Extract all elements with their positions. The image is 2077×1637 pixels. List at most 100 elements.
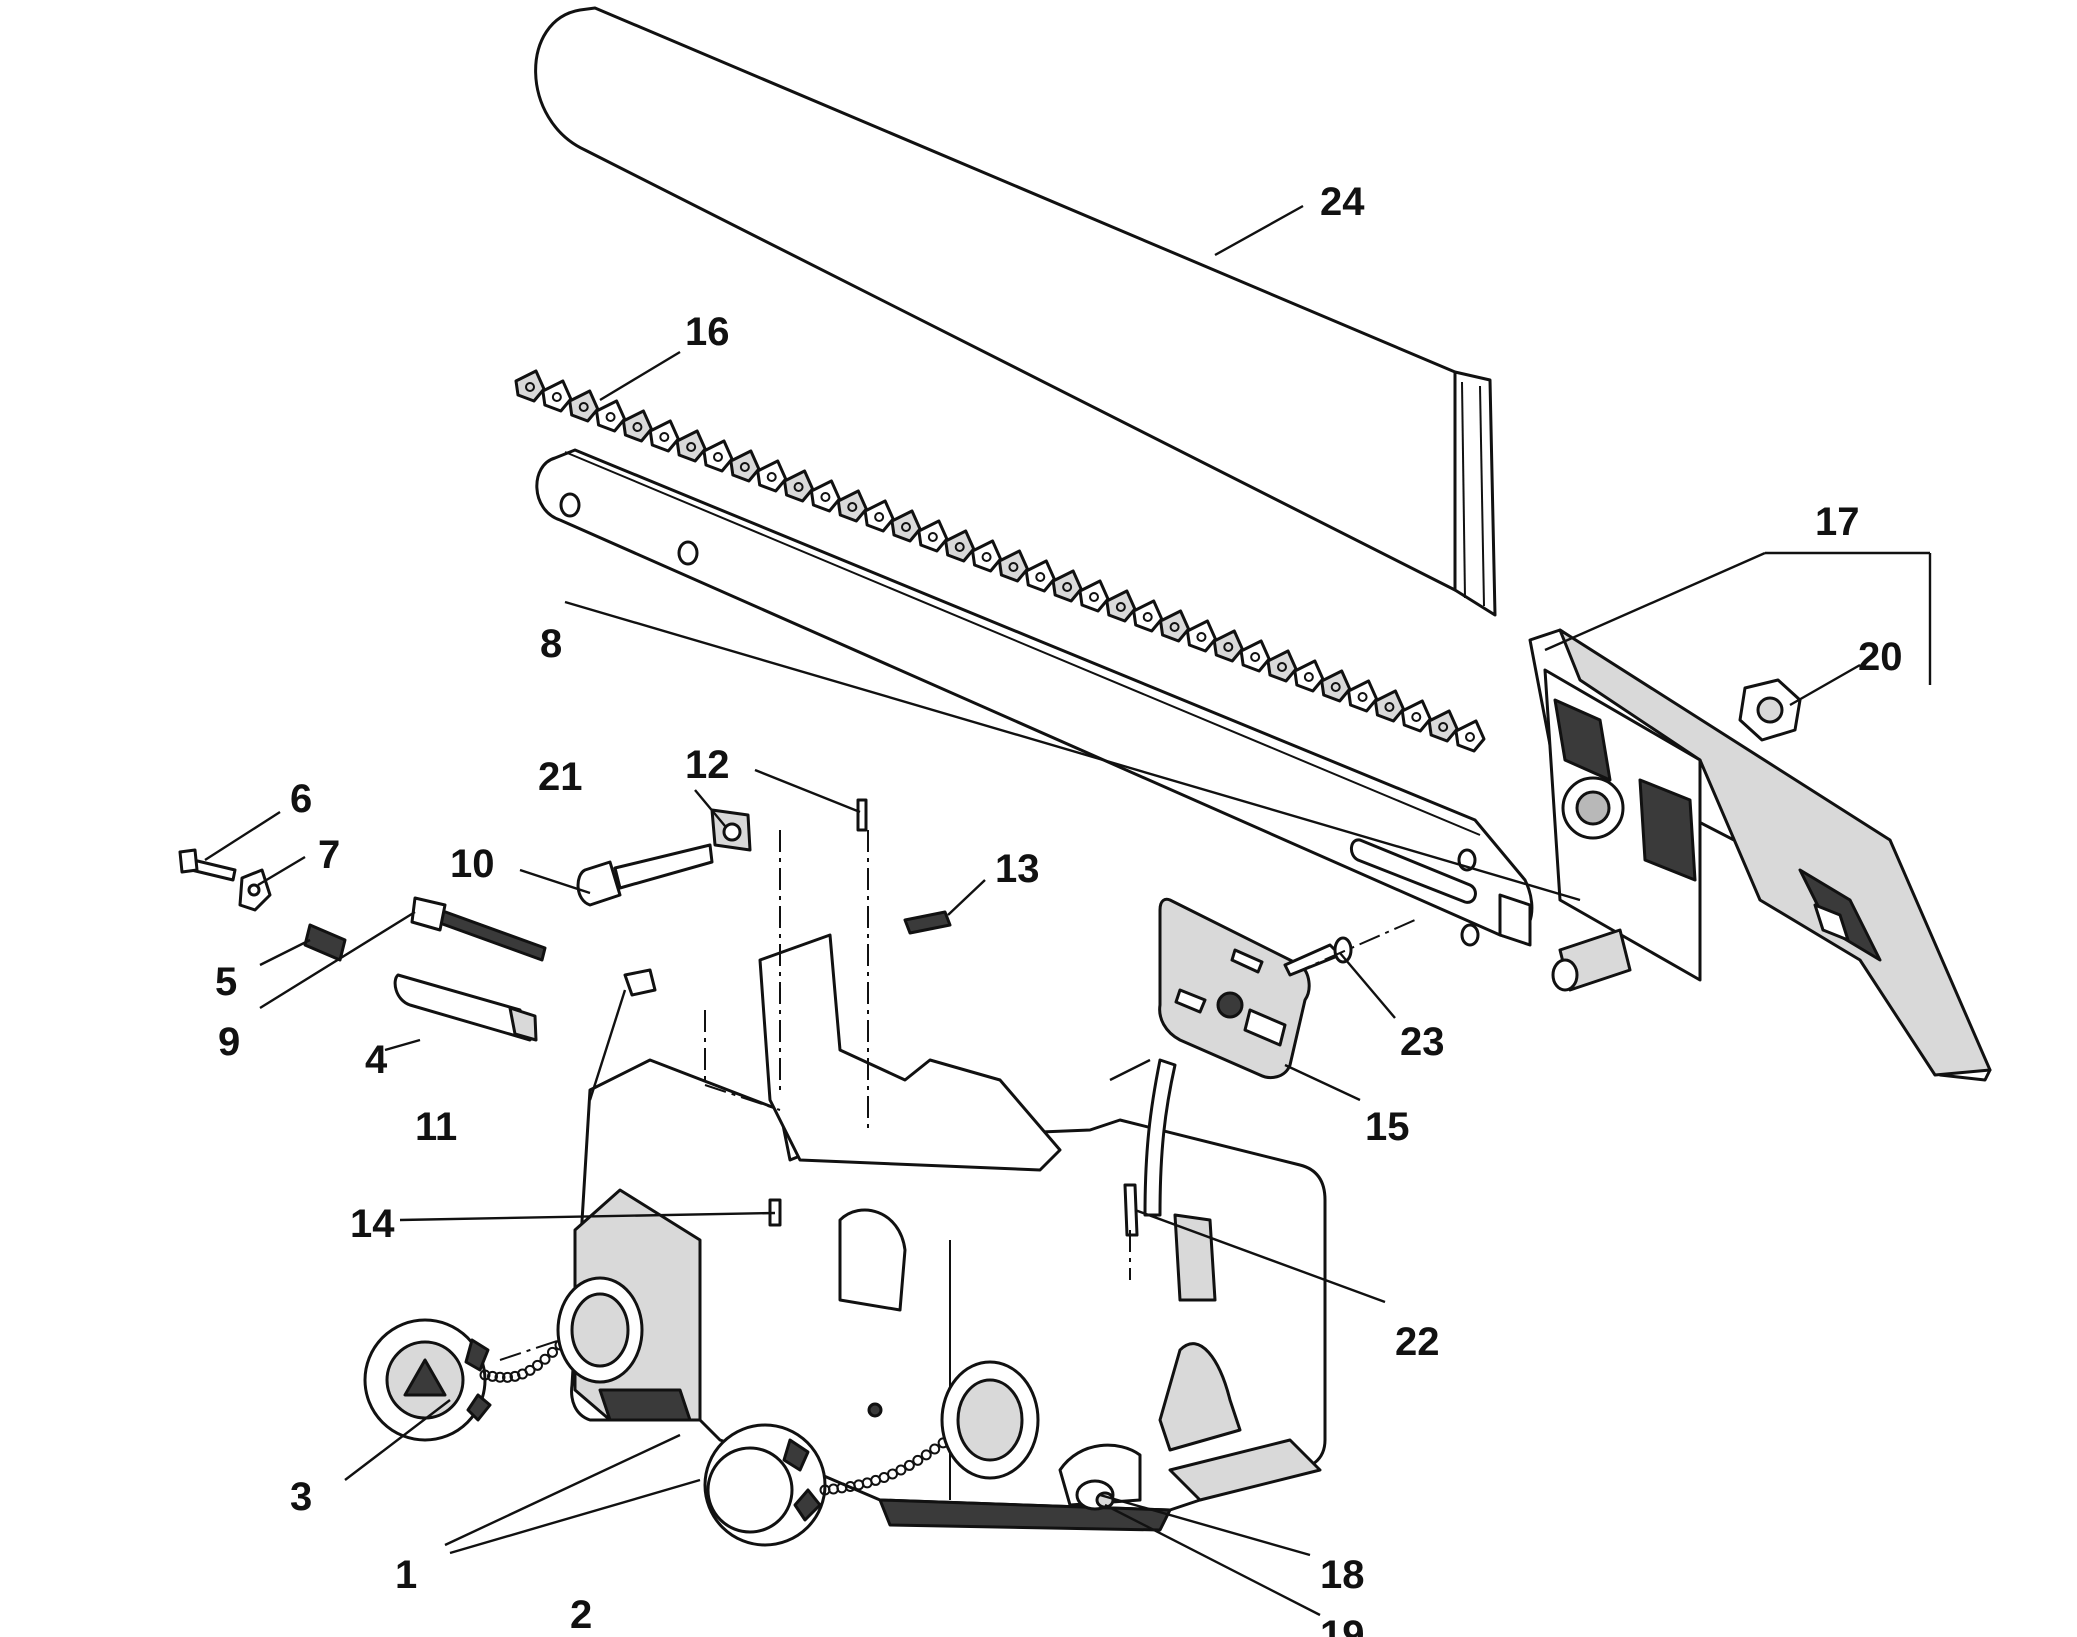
chain-rivet — [820, 492, 831, 502]
chain-link — [944, 529, 976, 563]
chain-rivet — [551, 392, 562, 402]
chain-rivet — [1357, 692, 1368, 702]
callout-16: 16 — [685, 310, 730, 354]
chain-link — [1105, 589, 1137, 623]
chain-rivet — [605, 412, 616, 422]
chain-link — [675, 429, 707, 463]
chain-rivet — [1438, 722, 1449, 732]
chain-rivet — [659, 432, 670, 442]
chain-rivet — [1330, 682, 1341, 692]
callout-5: 5 — [215, 960, 237, 1004]
part-15-guide-plate — [1158, 897, 1311, 1079]
chain-link — [890, 509, 922, 543]
chain-link — [1159, 609, 1191, 643]
chain-bead — [929, 1443, 941, 1455]
chain-rivet — [1062, 582, 1073, 592]
chain-link — [836, 489, 868, 523]
part-8-guide-bar — [535, 448, 1534, 947]
chain-bead — [547, 1346, 558, 1358]
callout-9: 9 — [218, 1020, 240, 1064]
chain-rivet — [1277, 662, 1287, 672]
callout-19: 19 — [1320, 1613, 1365, 1637]
chain-rivet — [1223, 642, 1234, 652]
chain-bead — [903, 1459, 915, 1471]
chain-link — [756, 459, 788, 493]
chain-bead — [895, 1464, 907, 1476]
part-5-spring — [303, 923, 347, 962]
chain-rivet — [739, 462, 750, 472]
part-19-valve — [1095, 1491, 1115, 1509]
chain-bead — [524, 1364, 536, 1376]
chain-rivet — [874, 512, 885, 522]
chain-link — [1427, 709, 1459, 743]
chain-rivet — [901, 522, 911, 532]
chain-link — [1373, 689, 1405, 723]
callout-6: 6 — [290, 777, 312, 821]
callout-17: 17 — [1815, 500, 1860, 544]
chain-rivet — [1035, 572, 1046, 582]
filler-neck-left — [556, 1276, 644, 1384]
callout-4: 4 — [365, 1038, 388, 1082]
chain-rivet — [954, 542, 965, 552]
chain-rivet — [1008, 562, 1019, 572]
part-3-cap — [363, 1318, 492, 1442]
chain-rivet — [1169, 622, 1180, 632]
chain-rivet — [1465, 732, 1475, 742]
chain-link — [1051, 569, 1083, 603]
chain-rivet — [1303, 672, 1314, 682]
callout-12: 12 — [685, 743, 730, 787]
callout-10: 10 — [450, 842, 495, 886]
chain-link — [1320, 669, 1352, 703]
chain-bead — [539, 1353, 551, 1365]
chain-rivet — [686, 442, 697, 452]
part-13-pad — [903, 910, 952, 935]
callout-22: 22 — [1395, 1320, 1440, 1364]
callout-labels: 1 2 3 4 5 6 7 8 9 10 11 12 13 14 15 16 1… — [215, 180, 1903, 1637]
part-2-cap — [703, 1423, 827, 1547]
chain-rivet — [927, 532, 938, 542]
callout-1: 1 — [395, 1553, 417, 1597]
chain-link — [514, 369, 546, 403]
chain-link — [997, 549, 1029, 583]
part-17-side-cover — [1528, 628, 1992, 1082]
chain-bead — [920, 1449, 932, 1461]
chain-link — [1266, 649, 1298, 683]
part-7-tab — [238, 868, 272, 912]
part-16-saw-chain — [514, 369, 1486, 753]
chain-rivet — [578, 402, 589, 412]
chain-rivet — [632, 422, 643, 432]
chain-rivet — [713, 452, 723, 462]
part-12-pin — [856, 798, 868, 832]
chain-rivet — [1384, 702, 1395, 712]
chain-bead — [887, 1468, 898, 1480]
chain-rivet — [981, 552, 992, 562]
callout-7: 7 — [318, 833, 340, 877]
chain-link — [1454, 719, 1486, 753]
part-6-screw — [178, 848, 237, 882]
chain-bead — [912, 1454, 924, 1466]
part-22-filter-pin — [1123, 1183, 1139, 1237]
callout-13: 13 — [995, 847, 1040, 891]
chain-link — [568, 389, 600, 423]
chain-link — [783, 469, 815, 503]
part-4-sleeve — [393, 973, 538, 1042]
chain-link — [621, 409, 653, 443]
chain-bead — [494, 1371, 506, 1383]
assembly-lines — [499, 830, 1416, 1361]
part-14-pin — [768, 1198, 782, 1227]
chain-link — [1239, 639, 1271, 673]
chain-link — [1400, 699, 1432, 733]
chain-rivet — [1089, 592, 1099, 602]
oil-hose — [1143, 1058, 1177, 1217]
callout-18: 18 — [1320, 1553, 1365, 1597]
chain-rivet — [1142, 612, 1153, 622]
callout-23: 23 — [1400, 1020, 1445, 1064]
chain-rivet — [847, 502, 858, 512]
chain-bead — [532, 1359, 543, 1371]
chain-link — [809, 479, 841, 513]
callout-2: 2 — [570, 1593, 592, 1637]
chain-rivet — [1196, 632, 1207, 642]
callout-24: 24 — [1320, 180, 1365, 224]
